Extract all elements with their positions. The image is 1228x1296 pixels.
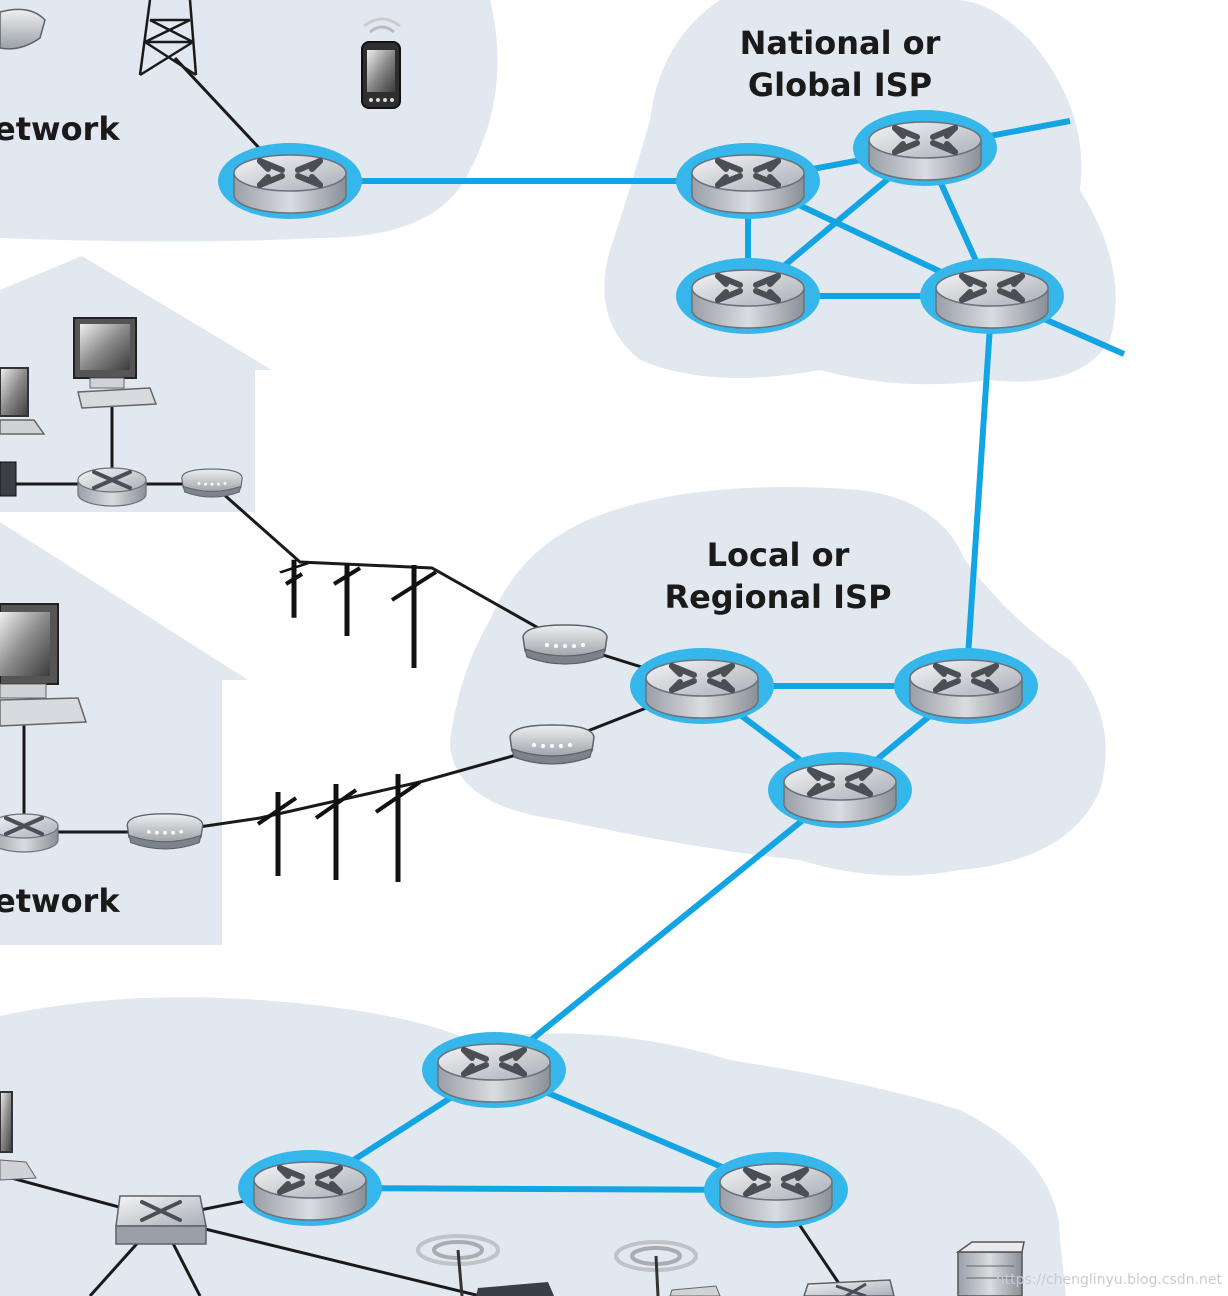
watermark-text: https://chenglinyu.blog.csdn.net [995,1272,1222,1288]
router-national-4-icon [920,258,1064,334]
home-network-label: etwork [0,882,120,920]
router-bottom-1-icon [422,1032,566,1108]
smartphone-icon [361,17,401,109]
cable-modem-icon-2 [522,624,608,665]
cell-tower-icon [138,0,198,77]
ethernet-switch-icon [115,1195,207,1245]
router-national-3-icon [676,258,820,334]
top-network-label: etwork [0,110,120,148]
laptop-icon [0,367,46,435]
house-top [0,256,272,512]
regional-isp-line2: Regional ISP [664,578,892,616]
utility-poles-top [280,560,438,668]
device-partial-icon [0,461,17,497]
laptop-partial-bottom-icon [0,1091,37,1181]
cable-modem-icon [181,468,243,498]
regional-isp-line1: Local or [706,536,850,574]
router-national-1-icon [676,143,820,219]
router-regional-1-icon [630,648,774,724]
router-regional-2-icon [894,648,1038,724]
router-national-2-icon [853,110,997,186]
router-top-network-icon [218,143,362,219]
home-router-icon [76,466,148,508]
cable-modem-icon-3 [509,724,595,765]
router-bottom-2-icon [238,1150,382,1226]
switch-partial-bottom-icon [803,1279,895,1296]
desktop-computer-icon [73,317,158,409]
laptop-partial-top-icon [0,8,46,50]
home-router-icon-2 [0,812,60,854]
cable-modem-icon-4 [126,813,204,850]
router-bottom-3-icon [704,1152,848,1228]
cloud-regional-isp [450,487,1106,876]
national-isp-line2: Global ISP [747,66,933,104]
router-regional-3-icon [768,752,912,828]
national-isp-line1: National or [739,24,941,62]
wireless-access-point-icon [416,1234,554,1296]
national-isp-label: National or Global ISP [720,22,960,106]
wireless-access-point-icon-2 [614,1240,721,1296]
regional-isp-label: Local or Regional ISP [650,534,906,618]
desktop-computer-icon-2 [0,603,88,727]
utility-poles-bottom [256,774,422,882]
server-icon [955,1241,1025,1296]
